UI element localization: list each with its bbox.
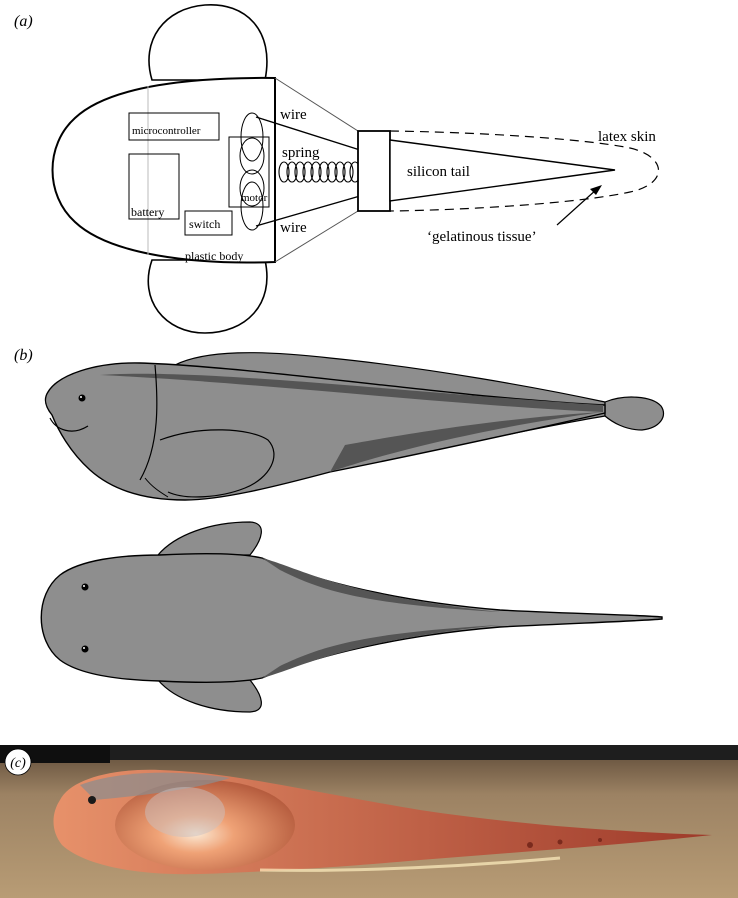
plastic-body-outline	[51, 76, 276, 264]
specimen-pectoral-fin	[145, 787, 225, 837]
side-eye-highlight	[80, 396, 82, 398]
specimen-eye	[88, 796, 96, 804]
lower-taper-line	[274, 210, 359, 263]
top-right-pectoral-fin	[156, 679, 262, 713]
gelatinous-arrow-head	[590, 185, 602, 195]
latex-skin-outline	[389, 130, 659, 212]
ventral-fin-line	[144, 477, 169, 498]
motor-lower-lobe	[239, 169, 265, 207]
silicon-tail-label: silicon tail	[407, 164, 470, 180]
silicon-tail	[389, 139, 616, 202]
motor-upper-lobe	[239, 137, 265, 175]
side-pectoral-fin-outline	[159, 429, 275, 498]
motor-box	[228, 136, 270, 208]
top-wire-label: wire	[280, 107, 307, 123]
battery-label: battery	[131, 205, 164, 219]
specimen-spot-1	[527, 842, 533, 848]
microcontroller-label: microcontroller	[132, 125, 201, 137]
bottom-wire-label: wire	[280, 220, 307, 236]
gelatinous-arrow-line	[556, 188, 598, 226]
latex-skin-label: latex skin	[598, 129, 656, 145]
panel-c: (c)	[0, 745, 738, 898]
fish-specimen-photo	[53, 769, 712, 875]
panel-b-label: (b)	[14, 347, 33, 364]
panel-a: (a) microcontroller battery switch motor…	[14, 4, 659, 334]
plastic-body-label: plastic body	[185, 249, 243, 263]
lower-pulley	[240, 181, 264, 231]
switch-label: switch	[189, 217, 220, 231]
panel-b: (b)	[14, 347, 665, 713]
side-mouth	[49, 417, 89, 432]
microcontroller-box	[128, 112, 220, 141]
top-body	[40, 553, 663, 683]
specimen-spot-2	[557, 839, 563, 845]
top-right-eye	[81, 645, 89, 653]
connector-block	[357, 130, 391, 212]
fish-side-view	[44, 352, 665, 501]
panel-c-label-badge	[4, 748, 32, 776]
battery-box	[128, 153, 180, 220]
top-right-eye-highlight	[83, 647, 85, 649]
fish-top-view	[40, 521, 663, 713]
top-pectoral-fin	[148, 4, 268, 81]
bottom-pectoral-fin	[147, 259, 268, 334]
motor-label: motor	[241, 192, 268, 204]
upper-pulley	[240, 112, 264, 162]
side-dark-band-upper	[100, 373, 603, 412]
top-left-eye-highlight	[83, 585, 85, 587]
side-dark-band-lower	[330, 412, 603, 472]
spring-coil	[278, 161, 361, 183]
specimen-head-gray	[80, 772, 230, 800]
switch-box	[184, 210, 233, 236]
panel-c-label: (c)	[10, 756, 26, 771]
panel-a-label: (a)	[14, 13, 33, 30]
specimen-edge-highlight	[259, 856, 561, 872]
upper-taper-line	[274, 77, 359, 132]
top-wire	[255, 116, 361, 151]
specimen-spot-3	[598, 838, 602, 842]
gill-line	[139, 364, 158, 481]
side-caudal-fin	[604, 396, 665, 431]
gelatinous-tissue-label: ‘gelatinous tissue’	[427, 229, 537, 245]
top-left-pectoral-fin	[156, 521, 262, 556]
bottom-wire	[255, 195, 361, 227]
side-eye	[78, 394, 86, 402]
top-left-eye	[81, 583, 89, 591]
spring-label: spring	[282, 145, 320, 161]
